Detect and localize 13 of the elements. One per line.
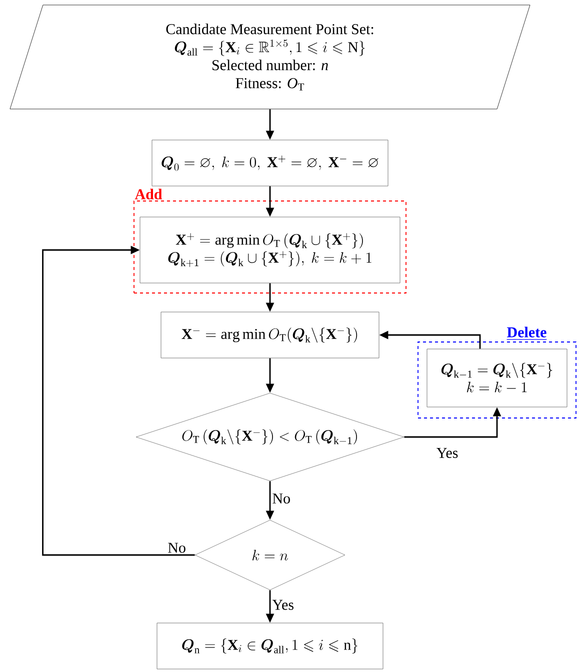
node-label: Add — [134, 188, 162, 200]
process-box: $\mathbf{X}^{+}=\arg\min O_{\mathrm{T}}\,(\boldsymbol{Q}_{\mathrm{k}}\cup\{\mathbf{X}^{+}\})$ $\boldsymbol{Q}_{\mathrm{k+1}}=(\boldsymbol{Q}_{\mathrm{k}}\cup\{\mathbf{X}^{+}\}),\ k=k+1$ — [140, 216, 400, 284]
node-label: Delete — [507, 326, 546, 338]
edge-label: No — [272, 494, 290, 504]
process-box: $\boldsymbol{Q}_{\mathrm{k-1}}=\boldsymbol{Q}_{\mathrm{k}}\backslash\{\mathbf{X}^{-}\}$ $k=k-1$ — [426, 348, 568, 408]
arrow — [42, 246, 195, 556]
input-parallelogram: Candidate Measurement Point Set: $\boldsymbol{Q}_{\mathrm{all}}=\{\mathbf{X}_i\in\mathbb{R}^{1\times 5},1\leqslant i\leqslant \mathrm{N}\}$ Selected number: n Fitness: O$_{T}$ — [10, 4, 530, 110]
process-box: $\mathbf{X}^{-}=\arg\min O_{\mathrm{T}}(\boldsymbol{Q}_{\mathrm{k}}\backslash\{\mathbf{X}^{-}\})$ — [160, 312, 380, 358]
edge-label: No — [168, 542, 186, 553]
edge-label: Yes — [436, 448, 458, 458]
process-box: $\boldsymbol{Q}_{\mathrm{n}}=\{\mathbf{X}_i\in\boldsymbol{Q}_{\mathrm{all}},1\leqslant i\leqslant \mathrm{n}\}$ — [156, 622, 384, 670]
edge-label: Yes — [272, 600, 294, 610]
process-box: $\boldsymbol{Q}_{0}=\varnothing,\ k=0,\ \mathbf{X}^{+}=\varnothing,\ \mathbf{X}^{-}=\varnothing$ — [152, 140, 388, 186]
